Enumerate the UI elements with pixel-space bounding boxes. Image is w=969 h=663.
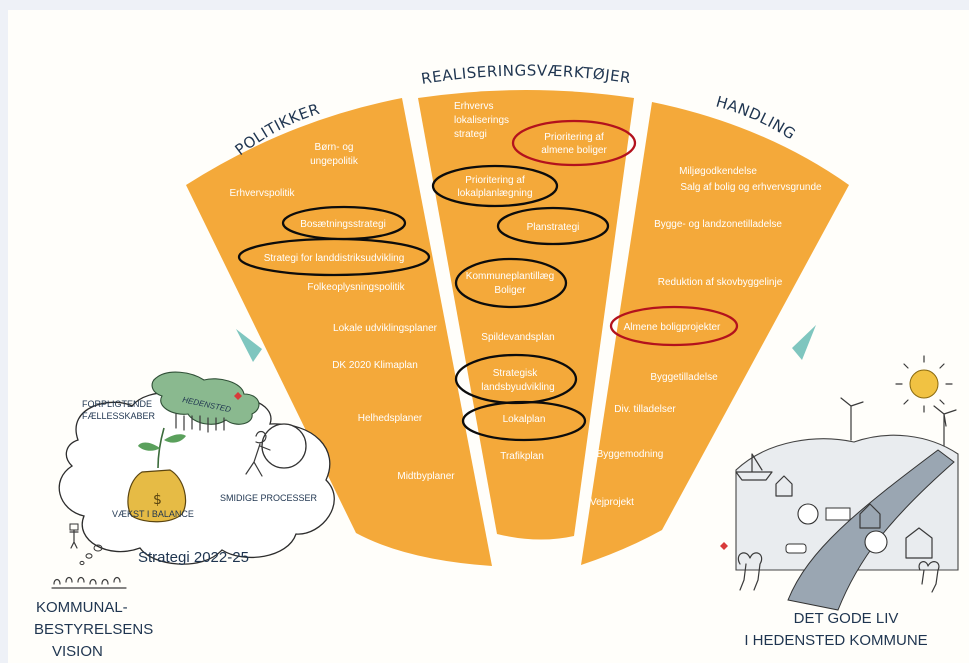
family-icon	[737, 552, 763, 591]
real-prio-lokal-2: lokalplanlægning	[457, 188, 532, 199]
tree-icon-2	[864, 530, 888, 554]
realisering-header: REALISERINGSVÆRKTØJER	[420, 61, 632, 87]
hand-byggemodning: Byggemodning	[597, 449, 664, 460]
real-trafikplan: Trafikplan	[500, 451, 544, 462]
real-erhvervs-3: strategi	[454, 129, 487, 140]
pol-lokale-planer: Lokale udviklingsplaner	[333, 323, 438, 334]
right-arrow	[792, 325, 816, 360]
highlight-lokalplan	[461, 400, 587, 442]
pol-ungepolitik: ungepolitik	[310, 156, 359, 167]
caption-1: DET GODE LIV	[794, 610, 899, 627]
highlight-prio-almene	[511, 119, 637, 167]
real-erhvervs-1: Erhvervs	[454, 101, 493, 112]
vaekst-label: VÆKST I BALANCE	[112, 509, 194, 519]
house-icon-1	[775, 475, 793, 497]
caption-2: I HEDENSTED KOMMUNE	[744, 632, 927, 649]
plant-leaf-right	[164, 434, 186, 443]
person-pushing-icon	[245, 430, 271, 477]
hand-miljo: Miljøgodkendelse	[679, 166, 757, 177]
boat-icon	[735, 453, 773, 481]
pol-dk2020: DK 2020 Klimaplan	[332, 360, 418, 371]
highlight-prio-lokal	[431, 164, 559, 208]
forpligtende-1: FORPLIGTENDE	[82, 399, 152, 409]
people-icon-right	[918, 561, 940, 593]
real-strategisk-1: Strategisk	[493, 368, 538, 379]
hand-div: Div. tilladelser	[614, 404, 676, 415]
smidige-label: SMIDIGE PROCESSER	[220, 493, 318, 503]
car-icon	[785, 543, 807, 554]
top-hat-icon	[69, 523, 79, 531]
road	[787, 449, 955, 611]
highlight-landdistrikt	[237, 237, 431, 277]
boulder-icon	[261, 423, 307, 469]
tree-icon-1	[797, 503, 819, 525]
dollar-icon: $	[153, 492, 162, 508]
strategi-label: Strategi 2022-25	[138, 549, 249, 566]
hand-salg: Salg af bolig og erhvervsgrunde	[680, 182, 822, 193]
left-illustration: HEDENSTED FORPLIGTENDE FÆLLESSKABER $ VÆ…	[34, 371, 335, 660]
highlight-almene-projekter	[609, 305, 739, 347]
hand-byggetilladelse: Byggetilladelse	[650, 372, 718, 383]
hand-bygge-land: Bygge- og landzonetilladelse	[654, 219, 782, 230]
bus-icon	[825, 507, 851, 521]
thinker-figure	[69, 529, 79, 549]
real-lokalplan: Lokalplan	[503, 414, 546, 425]
forpligtende-2: FÆLLESSKABER	[82, 411, 156, 421]
windmill-icon-2	[933, 405, 957, 453]
highlight-planstrategi	[496, 206, 610, 246]
real-spildevandsplan: Spildevandsplan	[481, 332, 554, 343]
heart-icon-right	[720, 542, 728, 550]
real-kommuneplan-2: Boliger	[494, 285, 526, 296]
realisering-segment	[418, 90, 634, 540]
diagram-svg: POLITIKKER REALISERINGSVÆRKTØJER HANDLIN…	[8, 10, 959, 660]
pol-landdistrikt: Strategi for landdistriksudvikling	[264, 253, 405, 264]
sun-rays	[895, 355, 953, 413]
house-icon-2	[859, 503, 881, 529]
pol-boern: Børn- og	[315, 142, 354, 153]
real-kommuneplan-1: Kommuneplantillæg	[466, 271, 554, 282]
real-planstrategi: Planstrategi	[527, 222, 580, 233]
real-erhvervs-2: lokaliserings	[454, 115, 509, 126]
pol-erhvervspolitik: Erhvervspolitik	[229, 188, 295, 199]
pol-helhedsplaner: Helhedsplaner	[358, 413, 423, 424]
sun-icon	[909, 369, 939, 399]
landscape-hill	[735, 434, 959, 571]
real-prio-almene-2: almene boliger	[541, 145, 607, 156]
council-people-icon	[51, 576, 127, 589]
thought-bubble-3	[79, 560, 85, 566]
pol-folkeoplysning: Folkeoplysningspolitik	[307, 282, 405, 293]
hand-reduktion: Reduktion af skovbyggelinje	[658, 277, 783, 288]
hand-almene: Almene boligprojekter	[624, 322, 721, 333]
strategy-diagram: POLITIKKER REALISERINGSVÆRKTØJER HANDLIN…	[8, 10, 969, 663]
heart-icon	[234, 392, 242, 400]
plant-leaf-left	[138, 442, 160, 451]
hand-vejprojekt: Vejprojekt	[590, 497, 634, 508]
real-prio-lokal-1: Prioritering af	[465, 175, 525, 186]
pol-bosaetningsstrategi: Bosætningsstrategi	[300, 219, 386, 230]
real-prio-almene-1: Prioritering af	[544, 132, 604, 143]
real-strategisk-2: landsbyudvikling	[481, 382, 554, 393]
handlinger-segment	[581, 102, 849, 565]
island-people	[175, 413, 225, 433]
pol-midtbyplaner: Midtbyplaner	[397, 471, 455, 482]
highlight-kommuneplan	[454, 257, 568, 309]
politikker-segment	[186, 98, 492, 566]
vision-2: BESTYRELSENS	[34, 621, 153, 638]
windmill-icon-1	[840, 397, 864, 441]
left-arrow	[236, 329, 262, 362]
vision-3: VISION	[52, 643, 103, 660]
island-shape	[151, 371, 260, 425]
vision-1: KOMMUNAL-	[36, 599, 128, 616]
thought-bubble-1	[93, 544, 103, 552]
right-illustration: DET GODE LIV I HEDENSTED KOMMUNE	[720, 355, 959, 649]
money-bag-icon	[127, 469, 187, 523]
house-icon-3	[905, 527, 933, 559]
thought-bubble-2	[85, 553, 93, 559]
